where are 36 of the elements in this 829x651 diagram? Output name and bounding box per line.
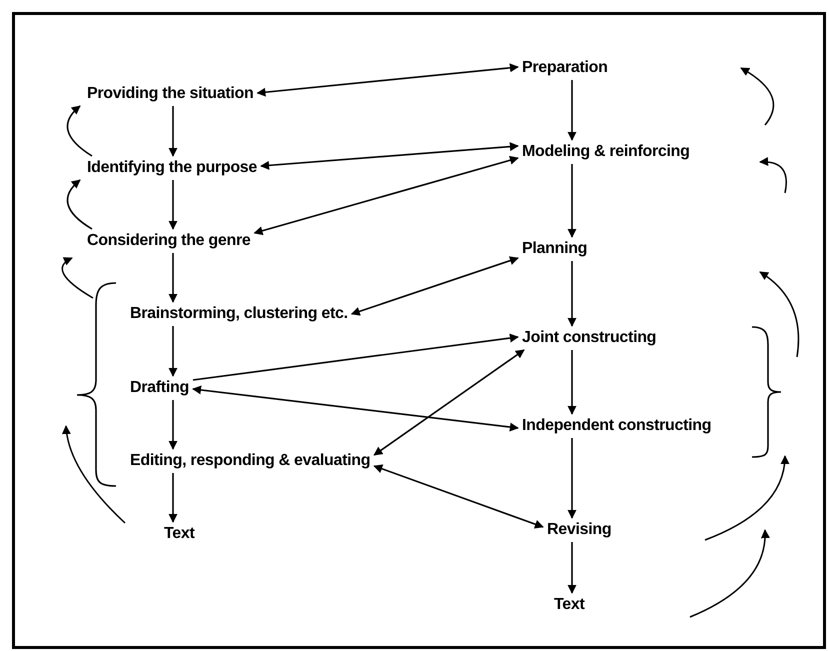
step-label: Text [550, 593, 589, 617]
arrow [568, 164, 576, 238]
step-label: Text [160, 522, 199, 546]
arrow [254, 156, 519, 236]
step-label: Identifying the purpose [83, 156, 261, 180]
arrow [192, 386, 519, 432]
arrow [568, 350, 576, 415]
step-label: Joint constructing [518, 326, 660, 350]
arrow [373, 464, 544, 528]
arrow [168, 180, 178, 230]
arrow [568, 261, 576, 327]
arrow [168, 106, 178, 157]
step-label: Editing, responding & evaluating [126, 449, 374, 473]
step-label: Planning [518, 237, 592, 261]
arrow [568, 438, 576, 519]
step-label: Independent constructing [518, 414, 716, 438]
step-label: Preparation [518, 56, 612, 80]
arrow [192, 334, 519, 381]
arrow [168, 253, 178, 303]
step-label: Considering the genre [83, 229, 254, 253]
arrow [168, 326, 178, 377]
arrow [168, 400, 178, 450]
step-label: Drafting [126, 376, 193, 400]
step-label: Providing the situation [83, 82, 258, 106]
arrow [256, 63, 519, 97]
step-label: Brainstorming, clustering etc. [126, 302, 352, 326]
arrow [260, 142, 519, 170]
arrow [168, 473, 178, 523]
arrow [350, 256, 519, 316]
arrow [568, 80, 576, 141]
arrow [373, 349, 525, 456]
arrow [66, 179, 92, 230]
step-label: Revising [543, 518, 616, 542]
arrow [66, 105, 92, 157]
arrow [568, 542, 576, 594]
step-label: Modeling & reinforcing [518, 140, 694, 164]
